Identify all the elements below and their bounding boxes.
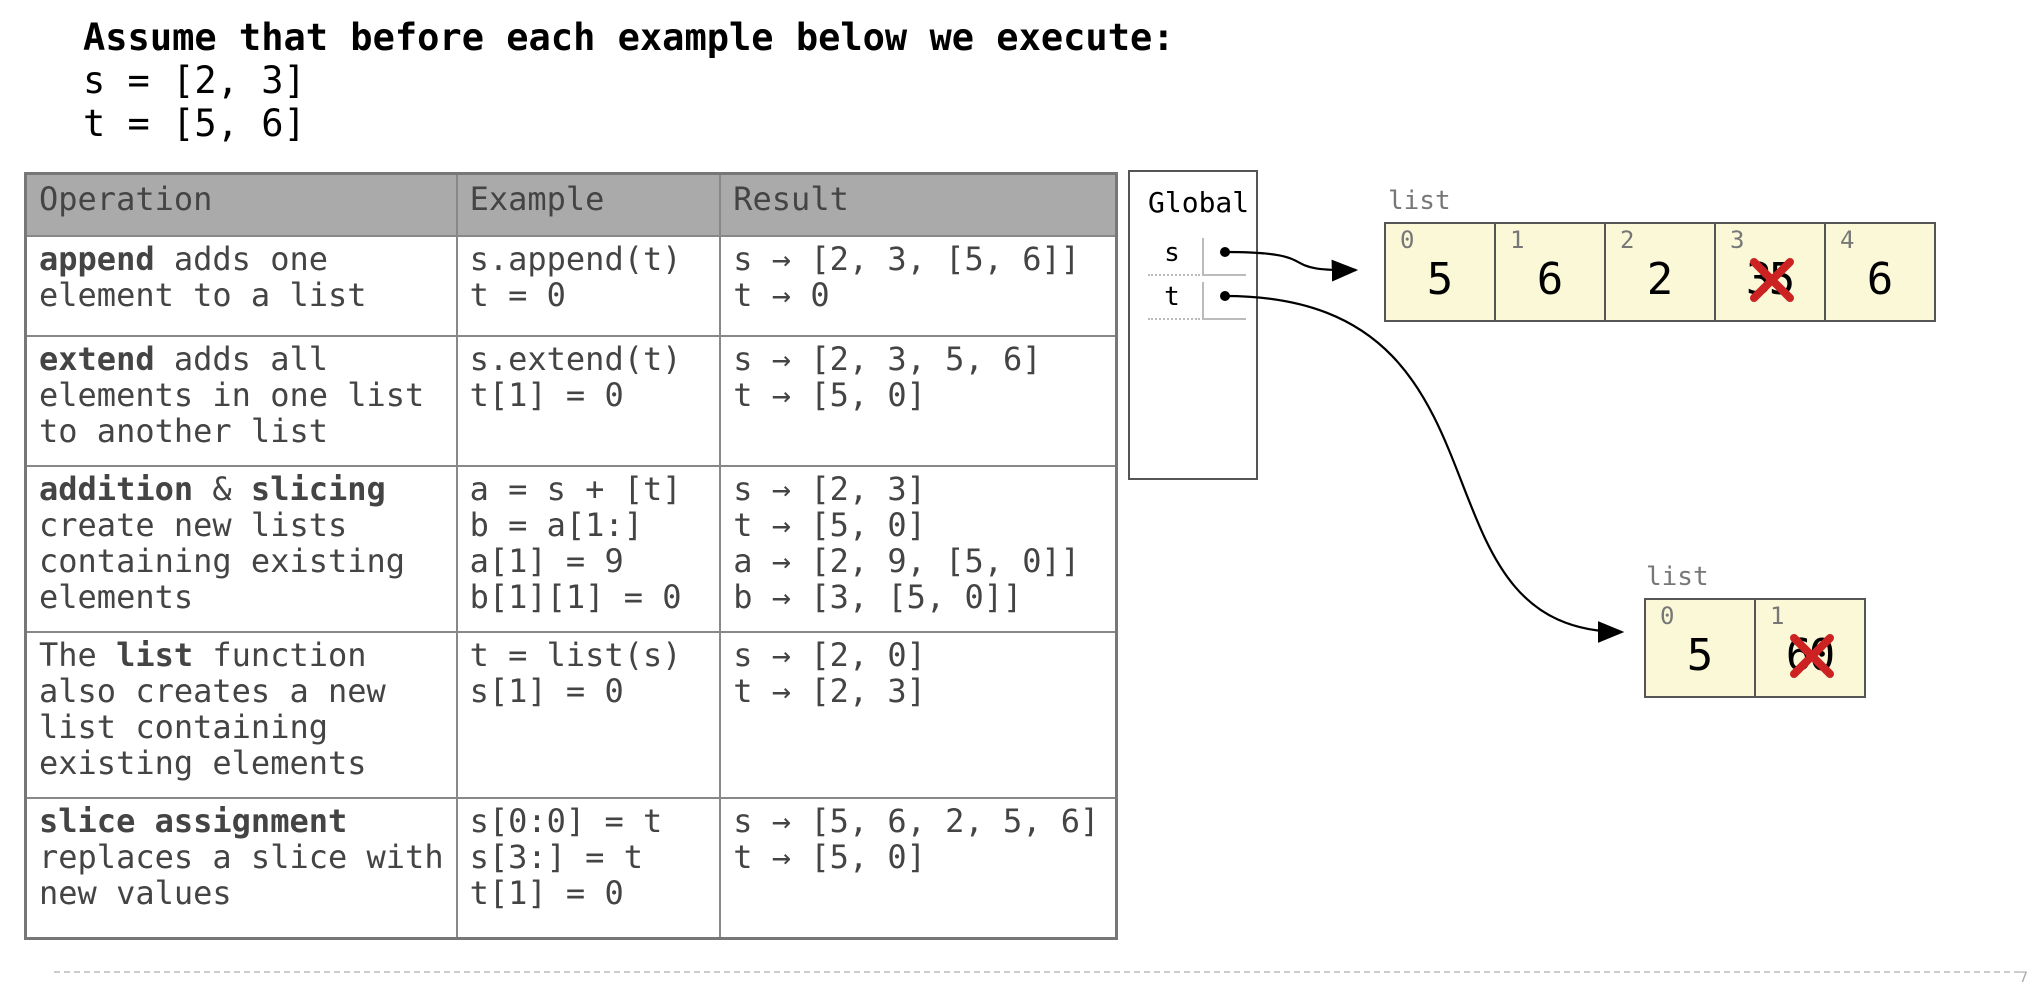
pointer-arrow-s [1224,250,1359,282]
frame-title: Global [1148,186,1250,219]
example-cell: s.append(t) t = 0 [455,235,722,337]
operation-cell: extend adds all elements in one list to … [24,335,458,467]
list-value: 5 [1426,254,1454,305]
list-index: 0 [1400,226,1415,254]
header-code-t: t = [5, 6] [83,102,306,145]
operation-keyword-2: slicing [250,470,386,508]
header-example: Example [455,172,722,237]
frame-var-s: s [1164,238,1180,268]
table-row: extend adds all elements in one list to … [24,335,1118,467]
operation-prefix: The [39,636,117,674]
operation-description: adds all elements in one list to another… [39,340,425,450]
result-cell: s → [5, 6, 2, 5, 6] t → [5, 0] [719,797,1118,940]
cross-out-icon [1750,258,1794,302]
example-cell: s[0:0] = t s[3:] = t t[1] = 0 [455,797,722,940]
list-value: 6 [1536,254,1564,305]
header-operation: Operation [24,172,458,237]
cross-out-icon [1790,634,1834,678]
operation-description: create new lists containing existing ele… [39,506,406,616]
table-row: append adds one element to a list s.appe… [24,235,1118,337]
operation-cell: slice assignment replaces a slice with n… [24,797,458,940]
frame-var-t: t [1164,282,1180,312]
footer-divider [54,971,2020,973]
list-value: 2 [1646,254,1674,305]
list-index: 1 [1510,226,1525,254]
pointer-arrow-t [1224,294,1625,643]
result-cell: s → [2, 3, 5, 6] t → [5, 0] [719,335,1118,467]
list-index: 3 [1730,226,1745,254]
list-index: 1 [1770,602,1785,630]
operations-table: Operation Example Result append adds one… [24,172,1118,940]
operation-keyword: list [116,636,194,674]
operation-keyword: append [39,240,155,278]
example-cell: s.extend(t) t[1] = 0 [455,335,722,467]
global-frame: Global s t [1128,170,1258,480]
table-row: The list function also creates a new lis… [24,631,1118,799]
list-s-label: list [1388,186,1451,216]
list-value: 5 [1686,630,1714,681]
list-index: 2 [1620,226,1635,254]
operation-keyword: extend [39,340,155,378]
frame-slot-s [1202,238,1246,276]
operation-cell: append adds one element to a list [24,235,458,337]
header: Assume that before each example below we… [83,16,1175,145]
table-row: addition & slicing create new lists cont… [24,465,1118,633]
operation-description: replaces a slice with new values [39,838,444,912]
operation-keyword: addition [39,470,194,508]
table-row: slice assignment replaces a slice with n… [24,797,1118,940]
operation-description: adds one element to a list [39,240,367,314]
frame-var-underline [1148,274,1200,276]
example-cell: a = s + [t] b = a[1:] a[1] = 9 b[1][1] =… [455,465,722,633]
page-number: 7 [2019,970,2028,986]
table-header-row: Operation Example Result [24,172,1118,237]
operation-cell: The list function also creates a new lis… [24,631,458,799]
list-index: 0 [1660,602,1675,630]
result-cell: s → [2, 3, [5, 6]] t → 0 [719,235,1118,337]
header-code-s: s = [2, 3] [83,59,306,102]
operation-description: function also creates a new list contain… [39,636,386,782]
frame-var-underline [1148,318,1200,320]
list-index: 4 [1840,226,1855,254]
operation-cell: addition & slicing create new lists cont… [24,465,458,633]
header-title: Assume that before each example below we… [83,16,1175,59]
list-t-label: list [1646,562,1709,592]
result-cell: s → [2, 0] t → [2, 3] [719,631,1118,799]
result-cell: s → [2, 3] t → [5, 0] a → [2, 9, [5, 0]]… [719,465,1118,633]
example-cell: t = list(s) s[1] = 0 [455,631,722,799]
operation-connector: & [193,470,251,508]
operation-keyword: slice assignment [39,802,348,840]
header-result: Result [719,172,1118,237]
frame-slot-t [1202,282,1246,320]
list-value: 6 [1866,254,1894,305]
